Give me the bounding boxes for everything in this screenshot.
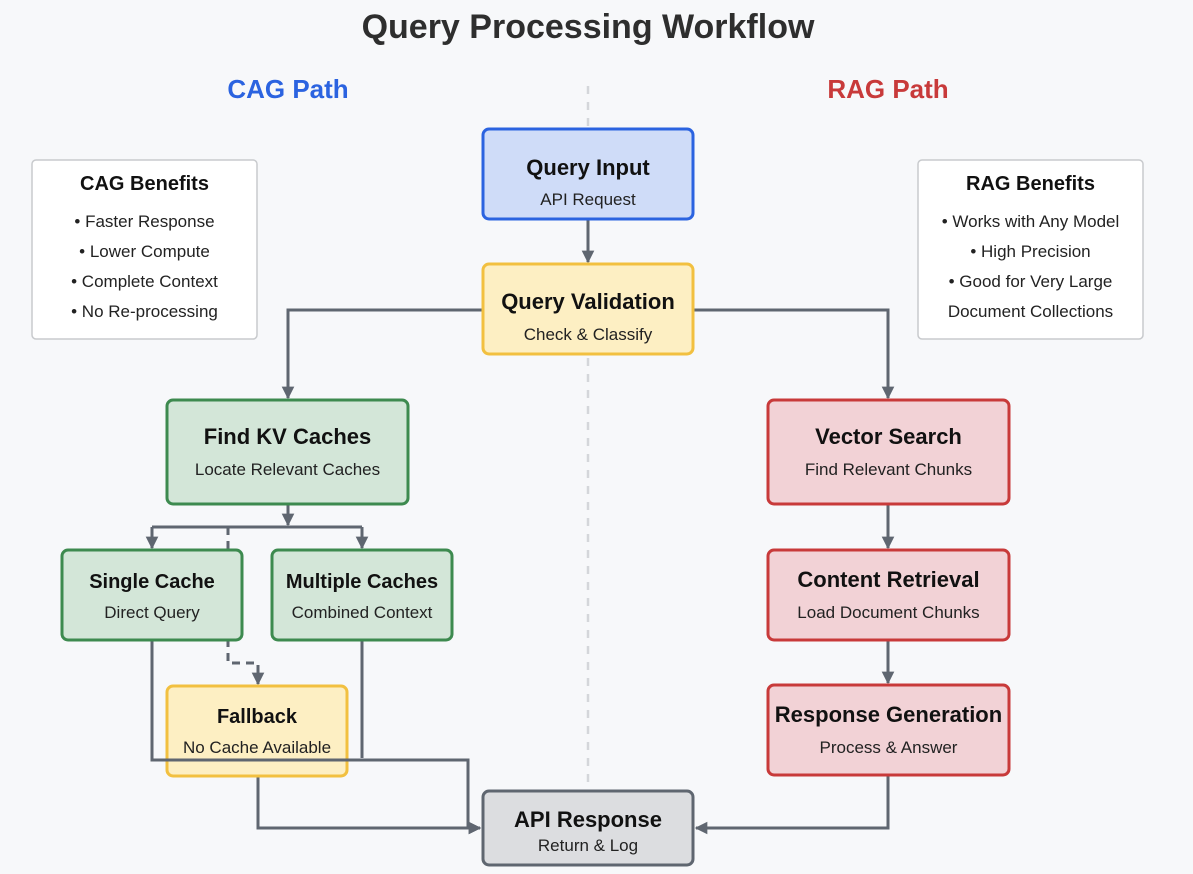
node-title: Response Generation [775,702,1002,727]
cag-benefits-title: CAG Benefits [80,173,209,195]
query-validation-node: Query Validation Check & Classify [481,262,695,356]
multiple-caches-node: Multiple Caches Combined Context [270,548,454,642]
connector-generation-to-response [694,775,890,835]
vector-search-node: Vector Search Find Relevant Chunks [766,398,1011,506]
node-title: Query Validation [501,289,675,314]
node-title: Vector Search [815,424,962,449]
node-subtitle: Check & Classify [524,325,653,344]
node-subtitle: No Cache Available [183,738,331,757]
cag-benefit-item: • Lower Compute [79,242,210,261]
cag-benefit-item: • Complete Context [71,272,218,291]
node-subtitle: Load Document Chunks [797,603,979,622]
connectors [145,219,895,835]
connector-validation-to-vector [693,308,895,400]
response-generation-node: Response Generation Process & Answer [766,683,1011,777]
cag-path-label: CAG Path [227,74,348,104]
rag-benefit-item: • Good for Very Large [949,272,1113,291]
cag-benefit-item: • No Re-processing [71,302,218,321]
rag-benefit-item: • High Precision [970,242,1090,261]
connector-fallback-to-response [256,776,482,835]
node-title: Find KV Caches [204,424,371,449]
rag-benefits-title: RAG Benefits [966,173,1095,195]
page-title: Query Processing Workflow [362,8,815,46]
single-cache-node: Single Cache Direct Query [60,548,244,642]
node-title: API Response [514,807,662,832]
api-response-node: API Response Return & Log [481,789,695,867]
content-retrieval-node: Content Retrieval Load Document Chunks [766,548,1011,642]
rag-benefit-item: Document Collections [948,302,1113,321]
node-title: Single Cache [89,571,215,593]
node-subtitle: Direct Query [104,603,200,622]
connector-validation-to-kv [281,308,483,400]
node-subtitle: API Request [540,190,636,209]
node-subtitle: Process & Answer [820,738,958,757]
node-subtitle: Combined Context [292,603,433,622]
node-title: Fallback [217,706,298,728]
rag-benefits-box: RAG Benefits • Works with Any Model • Hi… [917,159,1144,340]
node-subtitle: Find Relevant Chunks [805,460,972,479]
find-kv-caches-node: Find KV Caches Locate Relevant Caches [165,398,410,506]
rag-path-label: RAG Path [827,74,948,104]
fallback-node: Fallback No Cache Available [165,684,349,778]
cag-benefits-box: CAG Benefits • Faster Response • Lower C… [31,159,258,340]
node-subtitle: Return & Log [538,836,638,855]
cag-benefit-item: • Faster Response [74,212,214,231]
node-subtitle: Locate Relevant Caches [195,460,380,479]
node-title: Content Retrieval [797,567,979,592]
rag-benefit-item: • Works with Any Model [942,212,1120,231]
query-input-node: Query Input API Request [481,127,695,221]
node-title: Query Input [526,155,650,180]
node-title: Multiple Caches [286,571,438,593]
